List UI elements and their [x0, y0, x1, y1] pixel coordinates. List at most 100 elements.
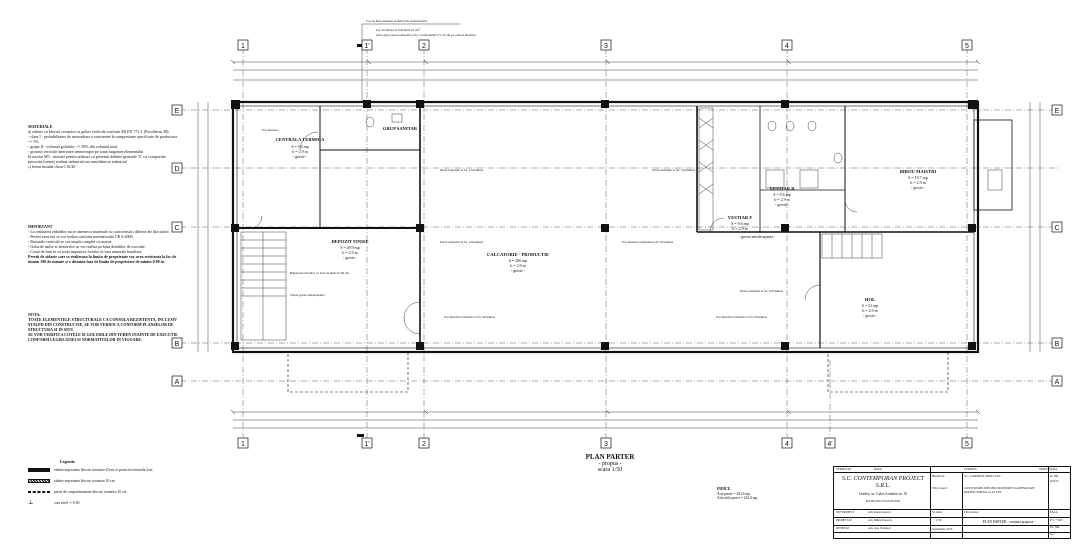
tb-faza: P.T. + D.E. — [1050, 518, 1064, 522]
level-symbol-icon: ⊥ — [28, 500, 34, 506]
legend-item: zidarie neportanta blocuri ceramice 25cm… — [28, 464, 188, 475]
room-hol-floor: - gresie - — [863, 313, 878, 318]
notes-important-line-1: - La realizarea zidariilor nu se amestec… — [28, 229, 170, 234]
legend-swatch-hatch — [28, 478, 50, 483]
stairs-right — [698, 107, 883, 259]
section-markers — [357, 44, 364, 437]
room-vestiar-b-height: h = 2.9 m — [774, 197, 790, 202]
room-hol-height: h = 2.9 m — [862, 308, 878, 313]
sheet-title: PLAN PARTER — [585, 453, 635, 461]
indice-line-2: Aria utila parter = 242.0 mp — [717, 496, 758, 500]
legend-item: pereti de compartimentare blocuri cerami… — [28, 486, 188, 497]
room-vestiar-f: VESTIAR F — [728, 215, 753, 220]
notes-materiale-line-5: b) mortar M5 - mortare pentru utilizari … — [28, 154, 166, 164]
fire-note-wall-4: Pereti rezistenti la foc 120 minute — [740, 289, 784, 293]
callout-top: Cos de fum elemente prefabricate termoiz… — [366, 19, 476, 37]
axis-label-C: C — [174, 225, 179, 232]
fire-note-door-3: Usa metalica rezistenta la foc 90 minute — [622, 240, 674, 244]
callout-line-3: placa gips carton rezistenta la foc cu m… — [376, 33, 476, 37]
room-depozit-floor: - gresie - — [343, 255, 358, 260]
room-vestiar-b-area: S = 9.6 mp — [773, 192, 791, 197]
notes-nota-line-1: TOATE ELEMENTELE STRUCTURALE CA CONSOLA … — [28, 317, 177, 332]
room-vestiar-f-floor: - gresie antiderapanta - — [739, 234, 776, 239]
grid-lines — [180, 48, 1060, 445]
axis-label-2-bottom: 2 — [422, 441, 426, 448]
tb-firm-reg: RO 9874361 J05/2345/2004 — [865, 499, 900, 503]
sheet-subtitle: - propus - — [598, 461, 622, 467]
tb-vdivider — [962, 472, 963, 538]
room-calcatorie-height: h = 2.9 m — [510, 263, 526, 268]
room-vestiar-f-area: S = 9.6 mp — [731, 221, 749, 226]
room-centrala-height: h = 2.9 m — [292, 149, 308, 154]
tb-proiect-nr: 9/2015 — [1050, 479, 1059, 483]
legend-item-text: zidarie neportanta blocuri ceramice 25cm… — [54, 467, 153, 472]
legend-item-text: zidarie neportanta blocuri ceramice 20 c… — [54, 478, 115, 483]
notes-materiale: MATERIALE a) zidarie cu blocuri ceramice… — [28, 124, 178, 169]
callout-line-1: Cos de fum elemente prefabricate termoiz… — [366, 19, 428, 23]
room-centrala-area: S = 9.4 mp — [291, 144, 309, 149]
tb-scara-label: SCARA — [932, 510, 943, 514]
notes-important-line-5: - Cosul de fum se va izola impotriva foc… — [28, 249, 143, 254]
tb-amplasament-label: Titlu proiect: — [932, 486, 948, 490]
dimension-lines — [197, 61, 1041, 429]
axis-label-C-right: C — [1054, 225, 1059, 232]
fire-note-wall-2: Pereti rezistenti la foc 120 minute — [652, 168, 696, 172]
stairs-left — [240, 231, 287, 341]
tb-verificat: VERIFICAT — [836, 467, 852, 471]
notes-materiale-line-6: c) beton instalat clasa C16/20 — [28, 164, 76, 169]
room-labels: CENTRALA TERMICA S = 9.4 mp h = 2.9 m - … — [276, 126, 937, 318]
tb-vdivider — [930, 467, 931, 538]
notes-nota-title: NOTA: — [28, 312, 41, 317]
tb-desenat: DESENAT — [836, 526, 850, 530]
tb-faza-label: FAZA — [1050, 510, 1058, 514]
axis-labels-numeric: 1 1' 2 3 4 5 1 1' 2 3 4 4' 5 — [241, 43, 969, 448]
tb-divider — [834, 525, 1070, 526]
sheet-scale: scara 1:50 — [597, 467, 623, 473]
tb-firm-address: Oradea, str. Calea Aradului nr. 18 — [858, 492, 908, 496]
room-calcatorie-floor: - gresie - — [511, 268, 526, 273]
room-birou-height: h = 2.9 m — [910, 180, 926, 185]
axis-markers-letter — [171, 104, 1063, 387]
room-vestiar-f-height: h = 2.9 m — [732, 226, 748, 231]
legend-item: ⊥ cota nivel +/-0.00 — [28, 497, 188, 508]
tb-data-val: Septembrie 2015 — [932, 527, 953, 531]
tb-divider — [834, 472, 1070, 473]
tb-name-1: Arh. Radu Ionescu — [868, 510, 891, 514]
tb-scara: 1:50 — [936, 518, 942, 522]
room-grup-sanitar: GRUP SANITAR — [383, 126, 418, 131]
tb-name-2: Arh. Mihai Popescu — [868, 518, 893, 522]
notes-nota: NOTA: TOATE ELEMENTELE STRUCTURALE CA CO… — [28, 312, 178, 342]
axis-label-3-bottom: 3 — [604, 441, 608, 448]
tb-proiectat: PROIECTAT — [836, 518, 852, 522]
legend-item: zidarie neportanta blocuri ceramice 20 c… — [28, 475, 188, 486]
axis-label-1-bottom: 1 — [241, 441, 245, 448]
callout-line-2: Lis. sectiunea de functiune 10 cm² — [376, 28, 420, 32]
notes-important-line-2: - Peretii exteriori se vor realiza confo… — [28, 234, 133, 239]
notes-important-emphasis: Peretii de zidarie care se realizeaza la… — [28, 254, 177, 264]
axis-label-5-bottom: 5 — [965, 441, 969, 448]
tb-divider — [834, 517, 1070, 518]
tb-divider — [834, 509, 1070, 510]
fire-note-door-1: Usa metalica — [262, 128, 279, 132]
callout-top-leader — [361, 23, 460, 102]
tb-vdivider — [1048, 467, 1049, 538]
sanitary-fixtures — [365, 113, 1003, 191]
room-vestiar-b: VESTIAR B — [770, 186, 795, 191]
title-block: VERIFICAT DATA CERINTA SEMNATURA S.C. CO… — [833, 466, 1071, 539]
axis-label-4-bottom: 4 — [785, 441, 789, 448]
axis-label-A-right: A — [1055, 379, 1060, 386]
notes-important-title: IMPORTANT — [28, 224, 53, 229]
room-calcatorie: CALCATORIE - PRODUCTIE — [487, 252, 549, 257]
notes-materiale-line-3: - grupa II - volumul golurilor <= 50% di… — [28, 144, 118, 149]
legend-swatch-full — [28, 467, 50, 472]
legend-item-text: cota nivel +/-0.00 — [54, 500, 80, 505]
tb-beneficiar-label: Beneficiar: — [932, 474, 946, 478]
legend-swatch-dash — [28, 490, 50, 493]
tb-data: DATA — [874, 467, 882, 471]
tb-plansa-nr-label: PL. NR. — [1050, 525, 1060, 529]
room-birou-floor: - gresie - — [911, 185, 926, 190]
legend-item-text: pereti de compartimentare blocuri cerami… — [54, 489, 127, 494]
axis-label-4: 4 — [785, 43, 789, 50]
axis-label-4p-bottom: 4' — [827, 441, 832, 448]
